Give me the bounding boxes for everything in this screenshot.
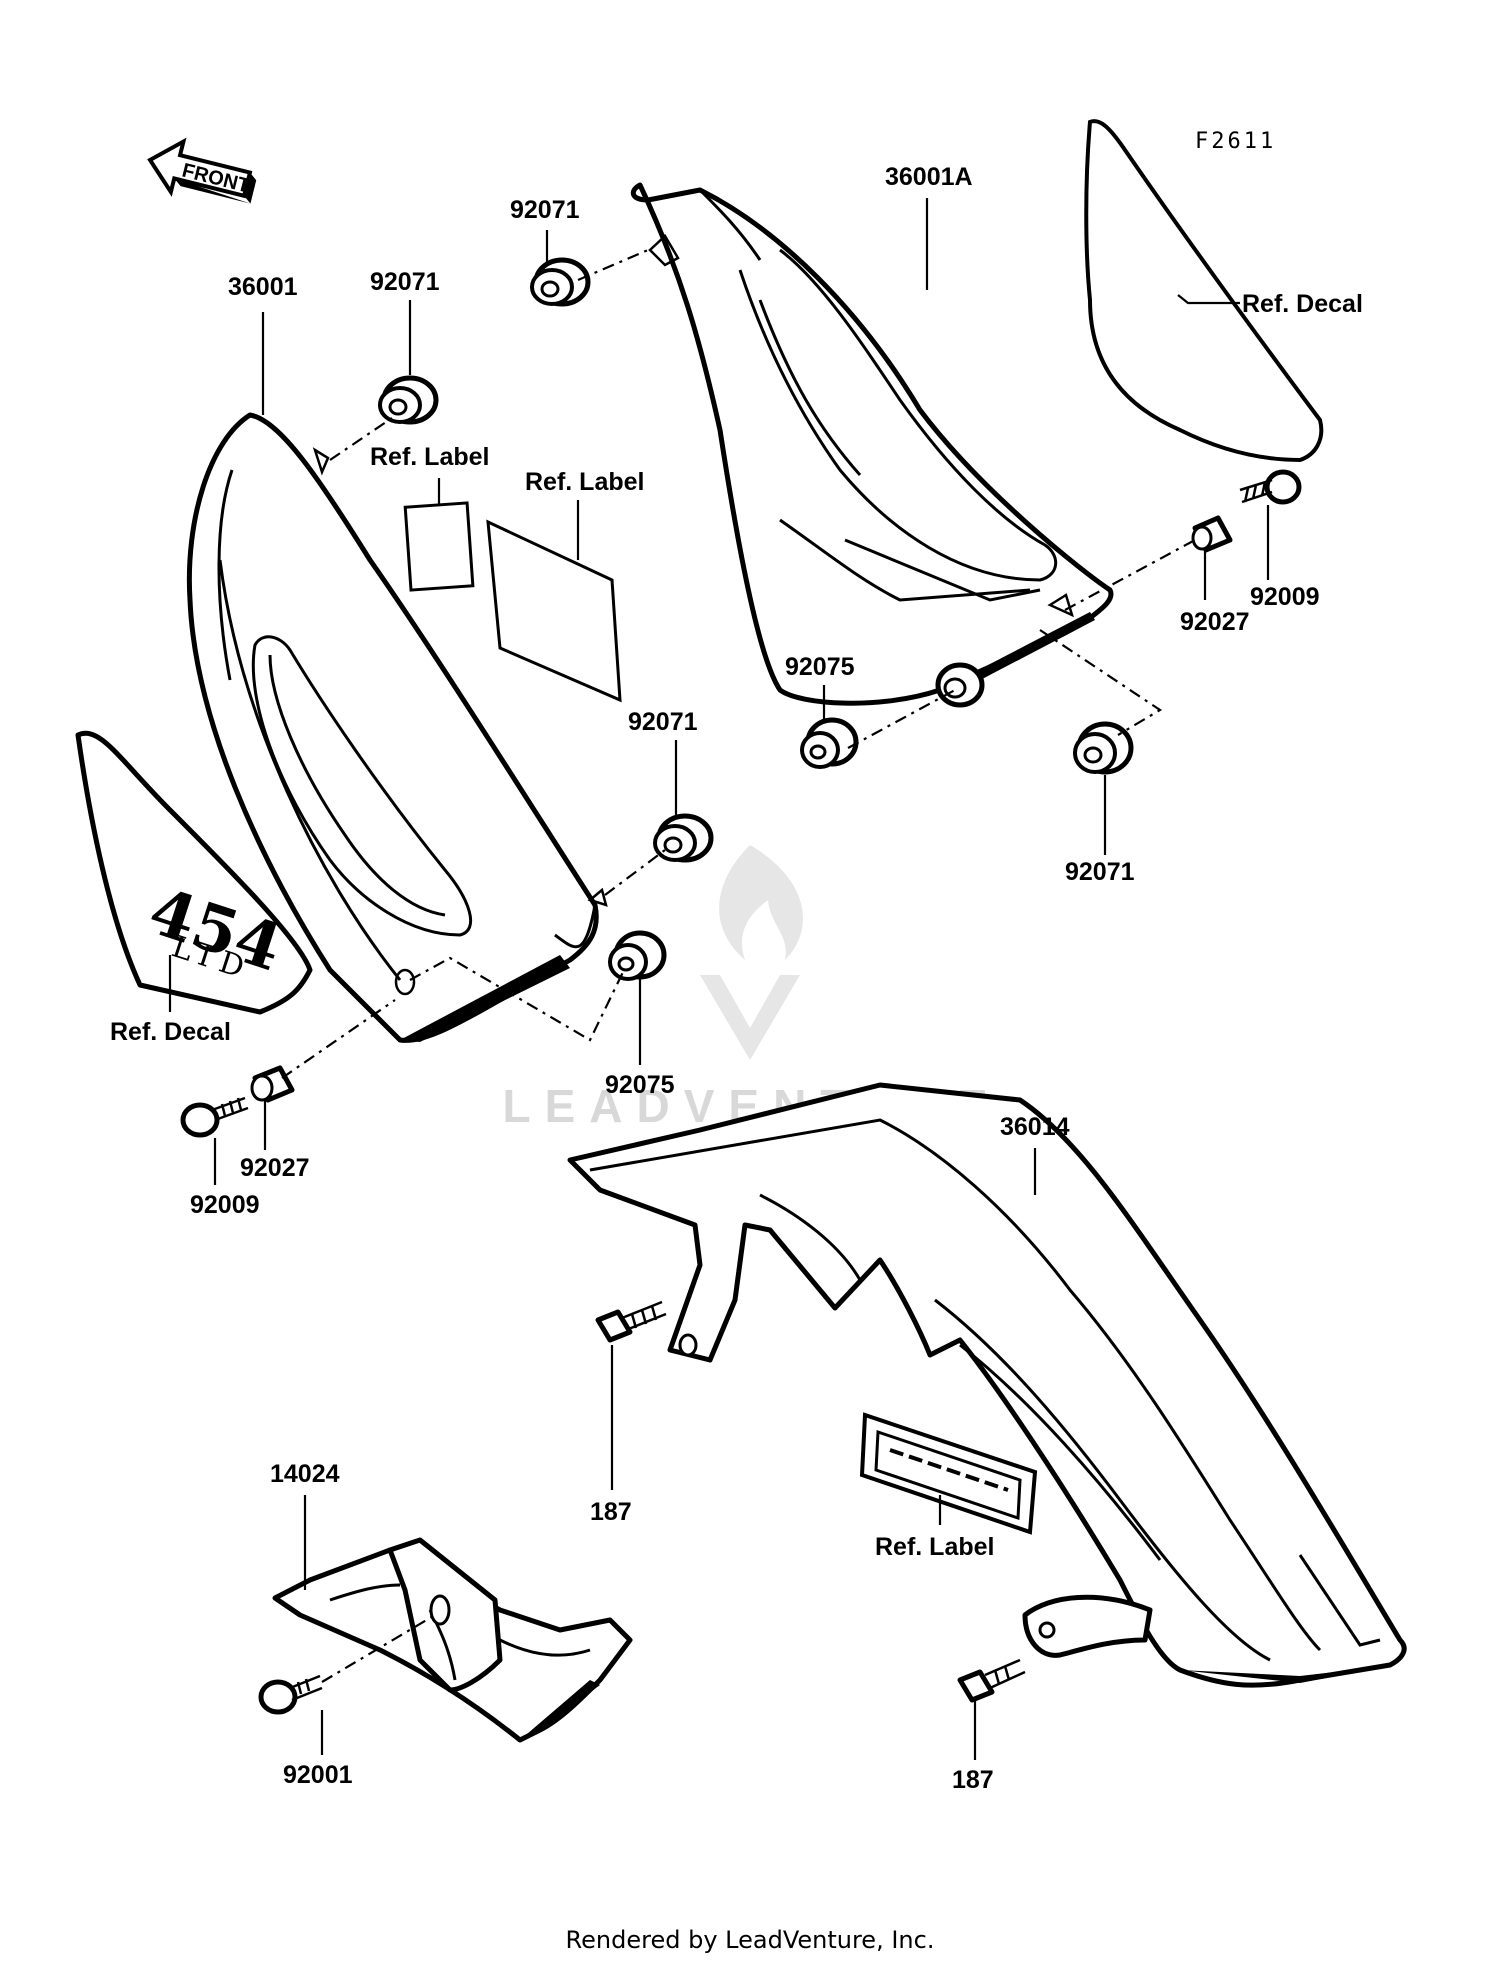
callout-36001: 36001 xyxy=(228,273,298,301)
bolt-92001[interactable] xyxy=(258,1674,323,1715)
bolt-187-left[interactable] xyxy=(595,1300,667,1343)
collar-92027-right[interactable] xyxy=(1191,515,1233,553)
callout-92001: 92001 xyxy=(283,1761,353,1789)
callout-92071-left-top: 92071 xyxy=(370,268,440,296)
callout-92071-left-bottom: 92071 xyxy=(628,708,698,736)
ref-label-chain-cover[interactable] xyxy=(859,1412,1038,1535)
callout-ref-label-small: Ref. Label xyxy=(370,443,489,471)
leader-guard xyxy=(321,1614,436,1683)
callout-92075-left: 92075 xyxy=(605,1071,675,1099)
callout-ref-label-large: Ref. Label xyxy=(525,468,644,496)
callout-92027-right: 92027 xyxy=(1180,608,1250,636)
part-36014-chain-cover[interactable] xyxy=(567,1082,1407,1688)
callout-92009-left: 92009 xyxy=(190,1191,260,1219)
callout-14024: 14024 xyxy=(270,1460,340,1488)
leader-right-1 xyxy=(577,248,649,282)
leader-left-1 xyxy=(329,417,393,461)
leader-right-2 xyxy=(1064,539,1196,611)
part-14024-guard[interactable] xyxy=(272,1537,633,1743)
part-36001-left-side-cover[interactable] xyxy=(186,412,608,1043)
bolt-92009-right[interactable] xyxy=(1239,469,1302,505)
footer-credit: Rendered by LeadVenture, Inc. xyxy=(566,1926,935,1954)
bolt-187-right[interactable] xyxy=(957,1658,1026,1703)
callout-92071-right: 92071 xyxy=(1065,858,1135,886)
callout-92075-right: 92075 xyxy=(785,653,855,681)
leader-left-3 xyxy=(409,956,626,1042)
front-arrow-icon: FRONT xyxy=(147,137,257,204)
grommet-92075-left[interactable] xyxy=(608,930,667,981)
leader-left-4 xyxy=(281,999,396,1079)
callout-36014: 36014 xyxy=(1000,1113,1070,1141)
grommet-92071-left-top[interactable] xyxy=(378,375,439,425)
callout-187-right: 187 xyxy=(952,1766,994,1794)
callout-ref-label-chain-cover: Ref. Label xyxy=(875,1533,994,1561)
ref-decal-right[interactable] xyxy=(1084,119,1324,463)
grommet-92071-left-bottom[interactable] xyxy=(653,813,714,863)
part-36001a-right-side-cover[interactable] xyxy=(630,182,1114,708)
watermark-v-icon xyxy=(700,975,800,1060)
figure-code: F2611 xyxy=(1195,129,1276,154)
collar-92027-left[interactable] xyxy=(250,1065,295,1103)
leader-left-2 xyxy=(604,849,666,896)
callout-92027-left: 92027 xyxy=(240,1154,310,1182)
grommet-92071-right[interactable] xyxy=(1073,721,1134,775)
ref-label-large[interactable] xyxy=(486,519,622,703)
watermark-flame-icon xyxy=(719,845,803,960)
leader-right-3 xyxy=(847,689,956,749)
callout-187-left: 187 xyxy=(590,1498,632,1526)
callout-ref-decal-left: Ref. Decal xyxy=(110,1018,231,1046)
callout-92071-top-center: 92071 xyxy=(510,196,580,224)
callout-ref-decal-right: Ref. Decal xyxy=(1242,290,1363,318)
leader-right-4 xyxy=(1039,629,1163,736)
callout-92009-right: 92009 xyxy=(1250,583,1320,611)
ref-label-small[interactable] xyxy=(403,501,475,592)
callout-leaders xyxy=(168,198,1270,1760)
grommet-92071-top-center[interactable] xyxy=(530,257,591,307)
callout-36001a: 36001A xyxy=(885,163,973,191)
grommet-92075-right[interactable] xyxy=(800,717,859,769)
bolt-92009-left[interactable] xyxy=(180,1096,249,1138)
